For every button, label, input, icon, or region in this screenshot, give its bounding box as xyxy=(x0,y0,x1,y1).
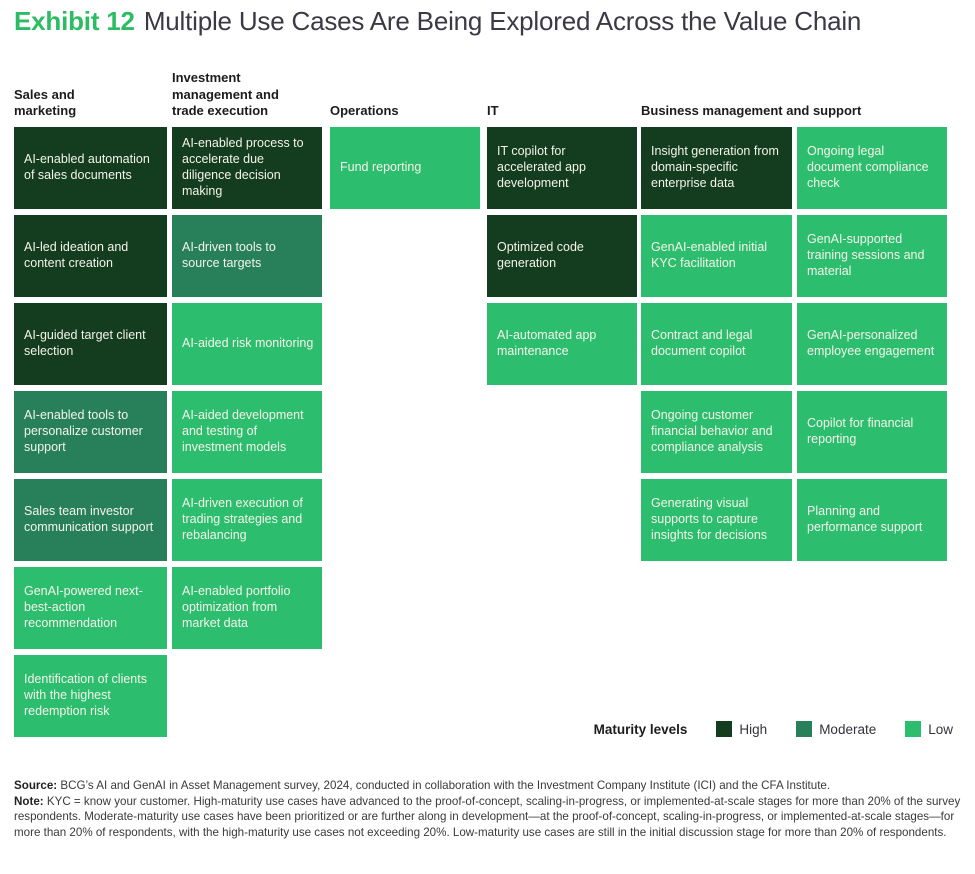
legend-swatch-moderate xyxy=(796,721,813,737)
use-case-card: AI-guided target client selection xyxy=(14,303,167,385)
use-case-card: AI-driven tools to source targets xyxy=(172,215,322,297)
footnote: Source: BCG’s AI and GenAI in Asset Mana… xyxy=(14,778,962,841)
legend-label-high: High xyxy=(739,721,768,737)
column-headers: Sales and marketing Investment managemen… xyxy=(0,55,975,119)
source-label: Source: xyxy=(14,779,58,792)
use-case-card: Generating visual supports to capture in… xyxy=(641,479,792,561)
use-case-card: Fund reporting xyxy=(330,127,480,209)
use-case-card: AI-driven execution of trading strategie… xyxy=(172,479,322,561)
use-case-card: AI-led ideation and content creation xyxy=(14,215,167,297)
use-case-card: GenAI-personalized employee engagement xyxy=(797,303,947,385)
use-case-card: Insight generation from domain-specific … xyxy=(641,127,792,209)
page-title: Exhibit 12 Multiple Use Cases Are Being E… xyxy=(14,6,861,37)
maturity-legend: Maturity levels High Moderate Low xyxy=(594,721,953,737)
column-header-investment-management: Investment management and trade executio… xyxy=(172,70,279,118)
page-title-text: Multiple Use Cases Are Being Explored Ac… xyxy=(143,6,862,36)
use-case-card: AI-automated app maintenance xyxy=(487,303,637,385)
use-case-card: Sales team investor communication suppor… xyxy=(14,479,167,561)
use-case-card: AI-enabled portfolio optimization from m… xyxy=(172,567,322,649)
use-case-card: AI-aided risk monitoring xyxy=(172,303,322,385)
use-case-card: AI-aided development and testing of inve… xyxy=(172,391,322,473)
column-header-sales-and-marketing: Sales and marketing xyxy=(14,86,77,118)
column-business-management-right: Ongoing legal document compliance check … xyxy=(797,127,947,567)
legend-label-moderate: Moderate xyxy=(819,721,877,737)
note-label: Note: xyxy=(14,794,44,808)
column-sales-and-marketing: AI-enabled automation of sales documents… xyxy=(14,127,167,743)
legend-swatch-high xyxy=(716,721,733,737)
use-case-card: Planning and performance support xyxy=(797,479,947,561)
legend-title: Maturity levels xyxy=(593,721,688,737)
column-header-operations: Operations xyxy=(330,102,399,118)
use-case-card: AI-enabled automation of sales documents xyxy=(14,127,167,209)
exhibit-number-label: Exhibit 12 xyxy=(14,6,135,36)
column-investment-management: AI-enabled process to accelerate due dil… xyxy=(172,127,322,655)
use-case-card: GenAI-supported training sessions and ma… xyxy=(797,215,947,297)
legend-label-low: Low xyxy=(928,721,953,737)
source-line: Source: BCG’s AI and GenAI in Asset Mana… xyxy=(14,778,962,794)
use-case-card: AI-enabled tools to personalize customer… xyxy=(14,391,167,473)
use-case-card: Ongoing legal document compliance check xyxy=(797,127,947,209)
column-business-management-left: Insight generation from domain-specific … xyxy=(641,127,792,567)
legend-item-high: High xyxy=(716,721,767,737)
column-header-it: IT xyxy=(487,102,499,118)
use-case-card: Contract and legal document copilot xyxy=(641,303,792,385)
legend-item-low: Low xyxy=(905,721,953,737)
use-case-card: Optimized code generation xyxy=(487,215,637,297)
note-line: Note: KYC = know your customer. High-mat… xyxy=(14,794,962,841)
use-case-card: Identification of clients with the highe… xyxy=(14,655,167,737)
column-operations: Fund reporting xyxy=(330,127,480,215)
use-case-card: AI-enabled process to accelerate due dil… xyxy=(172,127,322,209)
use-case-card: GenAI-powered next-best-action recommend… xyxy=(14,567,167,649)
note-text: KYC = know your customer. High-maturity … xyxy=(14,794,961,839)
column-header-business-management: Business management and support xyxy=(641,102,862,118)
column-it: IT copilot for accelerated app developme… xyxy=(487,127,637,391)
use-case-card: IT copilot for accelerated app developme… xyxy=(487,127,637,209)
legend-swatch-low xyxy=(905,721,922,737)
use-case-card: Copilot for financial reporting xyxy=(797,391,947,473)
use-case-card: GenAI-enabled initial KYC facilitation xyxy=(641,215,792,297)
use-case-card: Ongoing customer financial behavior and … xyxy=(641,391,792,473)
legend-item-moderate: Moderate xyxy=(796,721,876,737)
source-text: BCG’s AI and GenAI in Asset Management s… xyxy=(60,779,831,792)
